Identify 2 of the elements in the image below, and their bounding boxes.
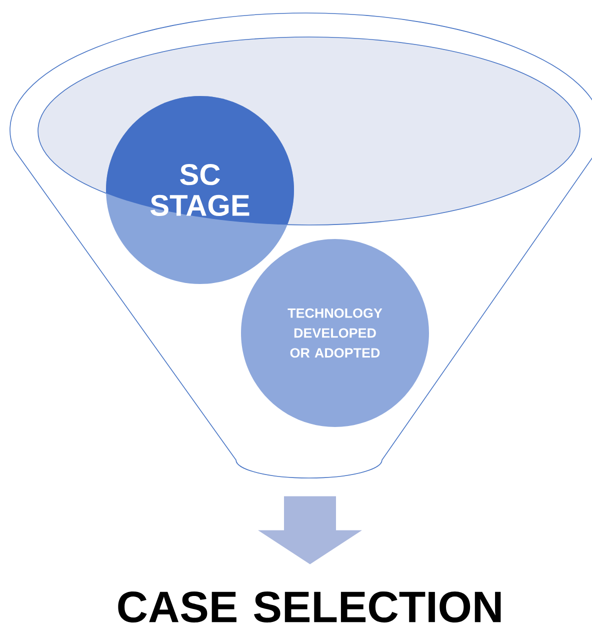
block-arrow [258,496,362,564]
heading: CASE SELECTION [118,591,501,622]
